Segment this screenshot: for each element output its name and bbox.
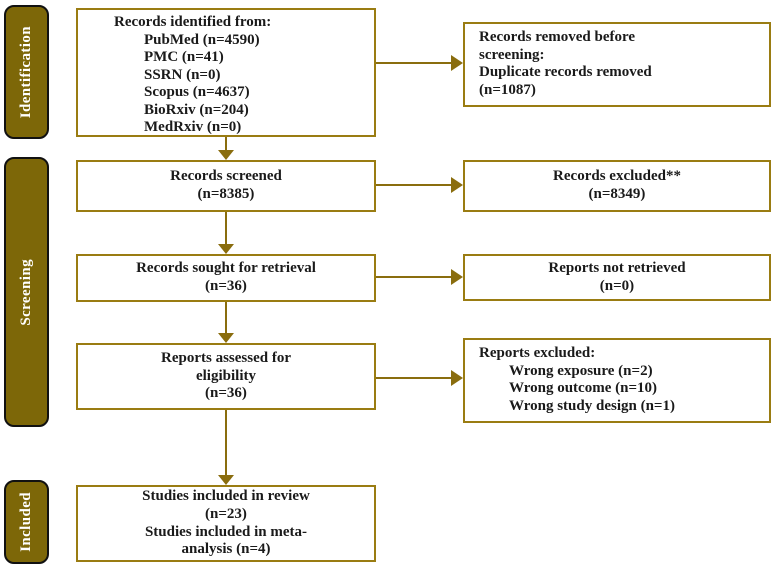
box-studies-included: Studies included in review(n=23)Studies … [76,485,376,562]
box-records-excluded: Records excluded**(n=8349) [463,160,771,212]
source-item: PubMed (n=4590) [144,31,260,48]
stage-label-screening: Screening [18,258,34,326]
box-records-identified-title: Records identified from: [114,14,272,30]
box-records-identified-sources: PubMed (n=4590)PMC (n=41)SSRN (n=0)Scopu… [114,32,370,137]
box-reports-excluded: Reports excluded: Wrong exposure (n=2)Wr… [463,338,771,423]
box-records-excluded-lines: Records excluded**(n=8349) [553,168,681,203]
box-records-sought-lines: Records sought for retrieval(n=36) [136,260,316,295]
arrow-sought-to-assessed [218,302,234,343]
text-line: Records sought for retrieval [136,260,316,277]
text-line: Reports assessed for [161,350,291,367]
box-reports-excluded-title: Reports excluded: [479,345,596,361]
text-line: analysis (n=4) [181,541,271,558]
text-line: Records screened [170,168,282,185]
arrow-assessed-to-reports-excluded [376,370,463,386]
arrow-identified-to-screened [218,137,234,160]
text-line: Studies included in review [142,488,310,505]
text-line: (n=0) [599,277,635,294]
text-line: (n=8349) [588,186,646,202]
box-reports-not-retrieved-lines: Reports not retrieved(n=0) [548,260,685,295]
text-line: screening: [479,46,545,63]
box-records-screened: Records screened(n=8385) [76,160,376,212]
text-line: Reports not retrieved [548,259,686,276]
box-records-sought: Records sought for retrieval(n=36) [76,254,376,302]
text-line: Records removed before [479,29,636,45]
source-item: MedRxiv (n=0) [144,119,242,136]
box-reports-not-retrieved: Reports not retrieved(n=0) [463,254,771,301]
text-line: Studies included in meta- [144,523,308,540]
reason-item: Wrong exposure (n=2) [509,362,653,379]
arrow-identified-to-removed [376,55,463,71]
text-line: (n=23) [205,505,247,522]
box-studies-included-lines: Studies included in review(n=23)Studies … [142,488,310,558]
text-line: Records excluded** [553,168,681,185]
text-line: (n=1087) [479,81,536,98]
stage-bar-screening: Screening [4,157,49,427]
text-line: (n=36) [205,278,247,294]
text-line: eligibility [195,367,256,384]
arrow-sought-to-not-retrieved [376,269,463,285]
stage-label-included: Included [18,492,34,552]
text-line: (n=36) [205,385,247,402]
stage-bar-identification: Identification [4,5,49,139]
arrow-screened-to-excluded [376,177,463,193]
reason-item: Wrong outcome (n=10) [509,380,657,397]
stage-label-identification: Identification [18,25,34,119]
source-item: BioRxiv (n=204) [144,101,249,118]
source-item: SSRN (n=0) [144,66,221,83]
box-records-identified: Records identified from: PubMed (n=4590)… [76,8,376,137]
stage-bar-included: Included [4,480,49,564]
text-line: Duplicate records removed [479,64,652,81]
arrow-assessed-to-included [218,410,234,485]
box-reports-excluded-reasons: Wrong exposure (n=2)Wrong outcome (n=10)… [479,363,763,416]
reason-item: Wrong study design (n=1) [509,397,675,414]
source-item: Scopus (n=4637) [144,84,250,101]
box-records-screened-lines: Records screened(n=8385) [170,168,282,203]
arrow-screened-to-sought [218,212,234,254]
source-item: PMC (n=41) [144,49,224,66]
text-line: (n=8385) [197,186,255,202]
